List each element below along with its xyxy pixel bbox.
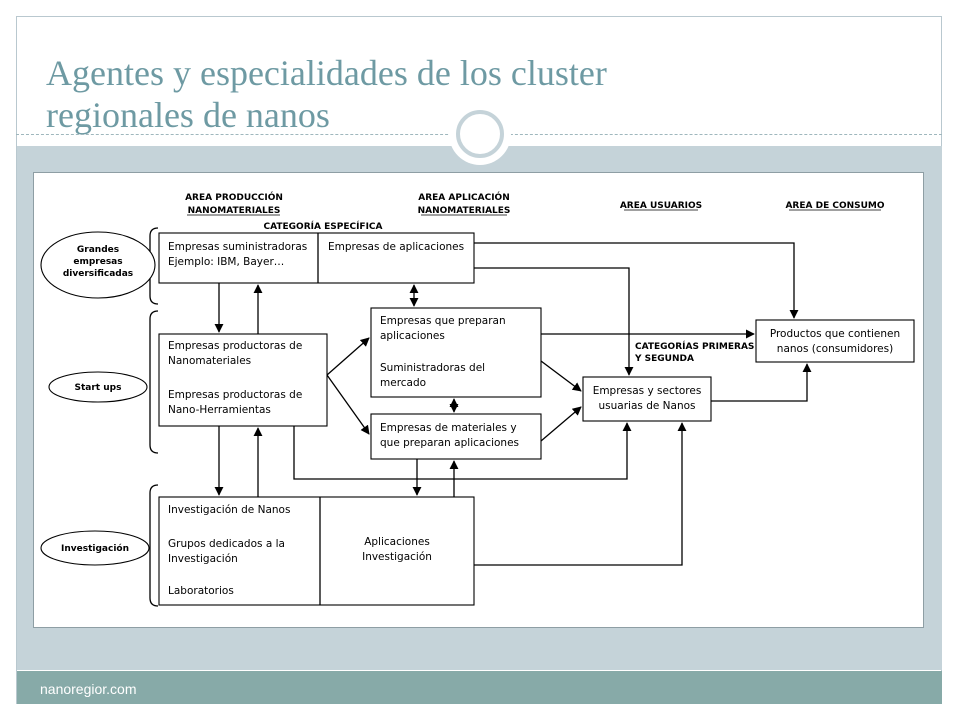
text-preparan-line4: mercado xyxy=(380,377,426,389)
footer-source: nanoregior.com xyxy=(40,681,137,697)
arrow-aplicaciones-to-productos xyxy=(474,242,799,319)
bracket-investigacion xyxy=(149,484,159,607)
text-aplic-investigacion-line2: Investigación xyxy=(362,551,432,563)
text-productos-line2: nanos (consumidores) xyxy=(777,343,893,355)
box-grandes-empresas xyxy=(158,232,475,284)
oval-grandes-line3: diversificadas xyxy=(63,269,133,279)
box-preparan-aplicaciones xyxy=(370,307,542,398)
text-sectores-line1: Empresas y sectores xyxy=(593,385,702,397)
text-aplic-investigacion-line1: Aplicaciones xyxy=(364,536,430,548)
text-investigacion-line1: Investigación de Nanos xyxy=(168,504,290,516)
box-materiales xyxy=(370,413,542,460)
cluster-diagram: AREA PRODUCCIÓN NANOMATERIALES AREA APLI… xyxy=(33,172,924,628)
text-investigacion-line4: Laboratorios xyxy=(168,585,234,597)
text-suministradoras-line1: Empresas suministradoras xyxy=(168,241,307,253)
text-productoras-line2: Nanomateriales xyxy=(168,355,251,367)
text-sectores-line2: usuarias de Nanos xyxy=(599,400,696,412)
arrow-productoras-to-materiales xyxy=(326,374,370,435)
text-preparan-line1: Empresas que preparan xyxy=(380,315,506,327)
box-productoras xyxy=(158,333,328,427)
oval-investigacion xyxy=(40,530,150,566)
label-categoria-especifica: CATEGORÍA ESPECÍFICA xyxy=(264,220,383,232)
text-preparan-line2: aplicaciones xyxy=(380,330,445,342)
box-sectores-usuarias xyxy=(582,376,712,422)
label-categorias-primeras-line2: Y SEGUNDA xyxy=(634,354,694,364)
header-area-aplicacion-line1: AREA APLICACIÓN xyxy=(418,191,510,203)
text-productoras-line4: Nano-Herramientas xyxy=(168,404,271,416)
text-investigacion-line3: Investigación xyxy=(168,553,238,565)
header-area-usuarios: AREA USUARIOS xyxy=(620,201,702,211)
slide-title: Agentes y especialidades de los cluster … xyxy=(46,53,607,135)
header-area-produccion-line1: AREA PRODUCCIÓN xyxy=(185,191,283,203)
arrow-sectores-to-productos xyxy=(711,363,812,402)
arrow-aplicaciones-to-sectores xyxy=(474,267,634,376)
text-preparan-line3: Suministradoras del xyxy=(380,362,485,374)
text-productoras-line3: Empresas productoras de xyxy=(168,389,302,401)
text-empresas-aplicaciones: Empresas de aplicaciones xyxy=(328,241,464,253)
arrow-investigacion-to-sectores xyxy=(474,422,687,566)
arrow-productoras-to-preparan xyxy=(326,337,370,376)
box-productos-consumidores xyxy=(755,319,915,363)
header-area-consumo: AREA DE CONSUMO xyxy=(785,201,884,211)
label-categorias-primeras-line1: CATEGORÍAS PRIMERAS xyxy=(635,340,754,352)
arrow-preparan-to-sectores xyxy=(540,360,582,392)
footer-bar xyxy=(17,671,942,704)
oval-grandes-line1: Grandes xyxy=(77,245,119,255)
text-investigacion-line2: Grupos dedicados a la xyxy=(168,538,285,550)
arrow-productoras-to-sectores xyxy=(293,422,632,480)
categoria-especifica-backdrop xyxy=(260,219,386,232)
oval-grandes-empresas xyxy=(40,231,156,299)
text-productoras-line1: Empresas productoras de xyxy=(168,340,302,352)
bracket-startups xyxy=(149,310,159,454)
header-area-produccion-line2: NANOMATERIALES xyxy=(188,206,281,216)
decorative-ring xyxy=(456,110,504,158)
diagram-svg: AREA PRODUCCIÓN NANOMATERIALES AREA APLI… xyxy=(40,191,915,607)
box-investigacion xyxy=(158,496,475,606)
oval-start-ups xyxy=(48,371,148,403)
text-materiales-line1: Empresas de materiales y xyxy=(380,422,517,434)
text-productos-line1: Productos que contienen xyxy=(770,328,900,340)
oval-grandes-line2: empresas xyxy=(73,257,122,267)
oval-startups-label: Start ups xyxy=(75,383,122,393)
header-area-aplicacion-line2: NANOMATERIALES xyxy=(418,206,511,216)
text-suministradoras-line2: Ejemplo: IBM, Bayer… xyxy=(168,256,284,268)
oval-investigacion-label: Investigación xyxy=(61,543,129,554)
arrow-materiales-to-sectores xyxy=(540,406,582,442)
text-materiales-line2: que preparan aplicaciones xyxy=(380,437,519,449)
